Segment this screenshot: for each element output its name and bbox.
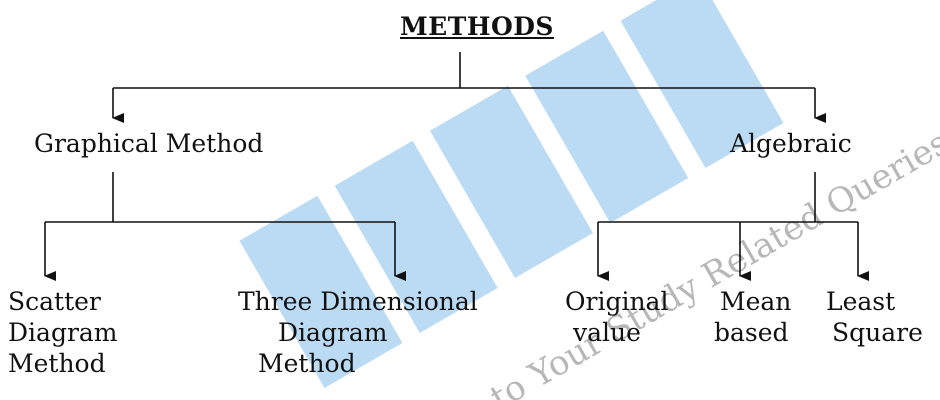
- scatter-diagram-method-node: Scatter Diagram Method: [8, 286, 118, 379]
- root-title: METHODS: [400, 12, 554, 41]
- least-line-1: Least: [826, 287, 896, 316]
- three-d-line-2: Diagram: [278, 318, 388, 347]
- algebraic-node: Algebraic: [730, 129, 852, 158]
- scatter-line-1: Scatter: [8, 287, 101, 316]
- graphical-method-node: Graphical Method: [34, 129, 264, 158]
- mean-based-node: Mean based: [714, 286, 791, 348]
- three-d-line-1: Three Dimensional: [238, 287, 478, 316]
- mean-line-1: Mean: [720, 287, 792, 316]
- least-square-node: Least Square: [826, 286, 923, 348]
- original-value-node: Original value: [565, 286, 668, 348]
- original-line-1: Original: [565, 287, 669, 316]
- original-line-2: value: [573, 318, 641, 347]
- least-line-2: Square: [832, 318, 923, 347]
- three-dimensional-diagram-method-node: Three Dimensional Diagram Method: [238, 286, 478, 379]
- three-d-line-3: Method: [258, 349, 356, 378]
- scatter-line-2: Diagram: [8, 318, 118, 347]
- mean-line-2: based: [714, 318, 789, 347]
- scatter-line-3: Method: [8, 349, 106, 378]
